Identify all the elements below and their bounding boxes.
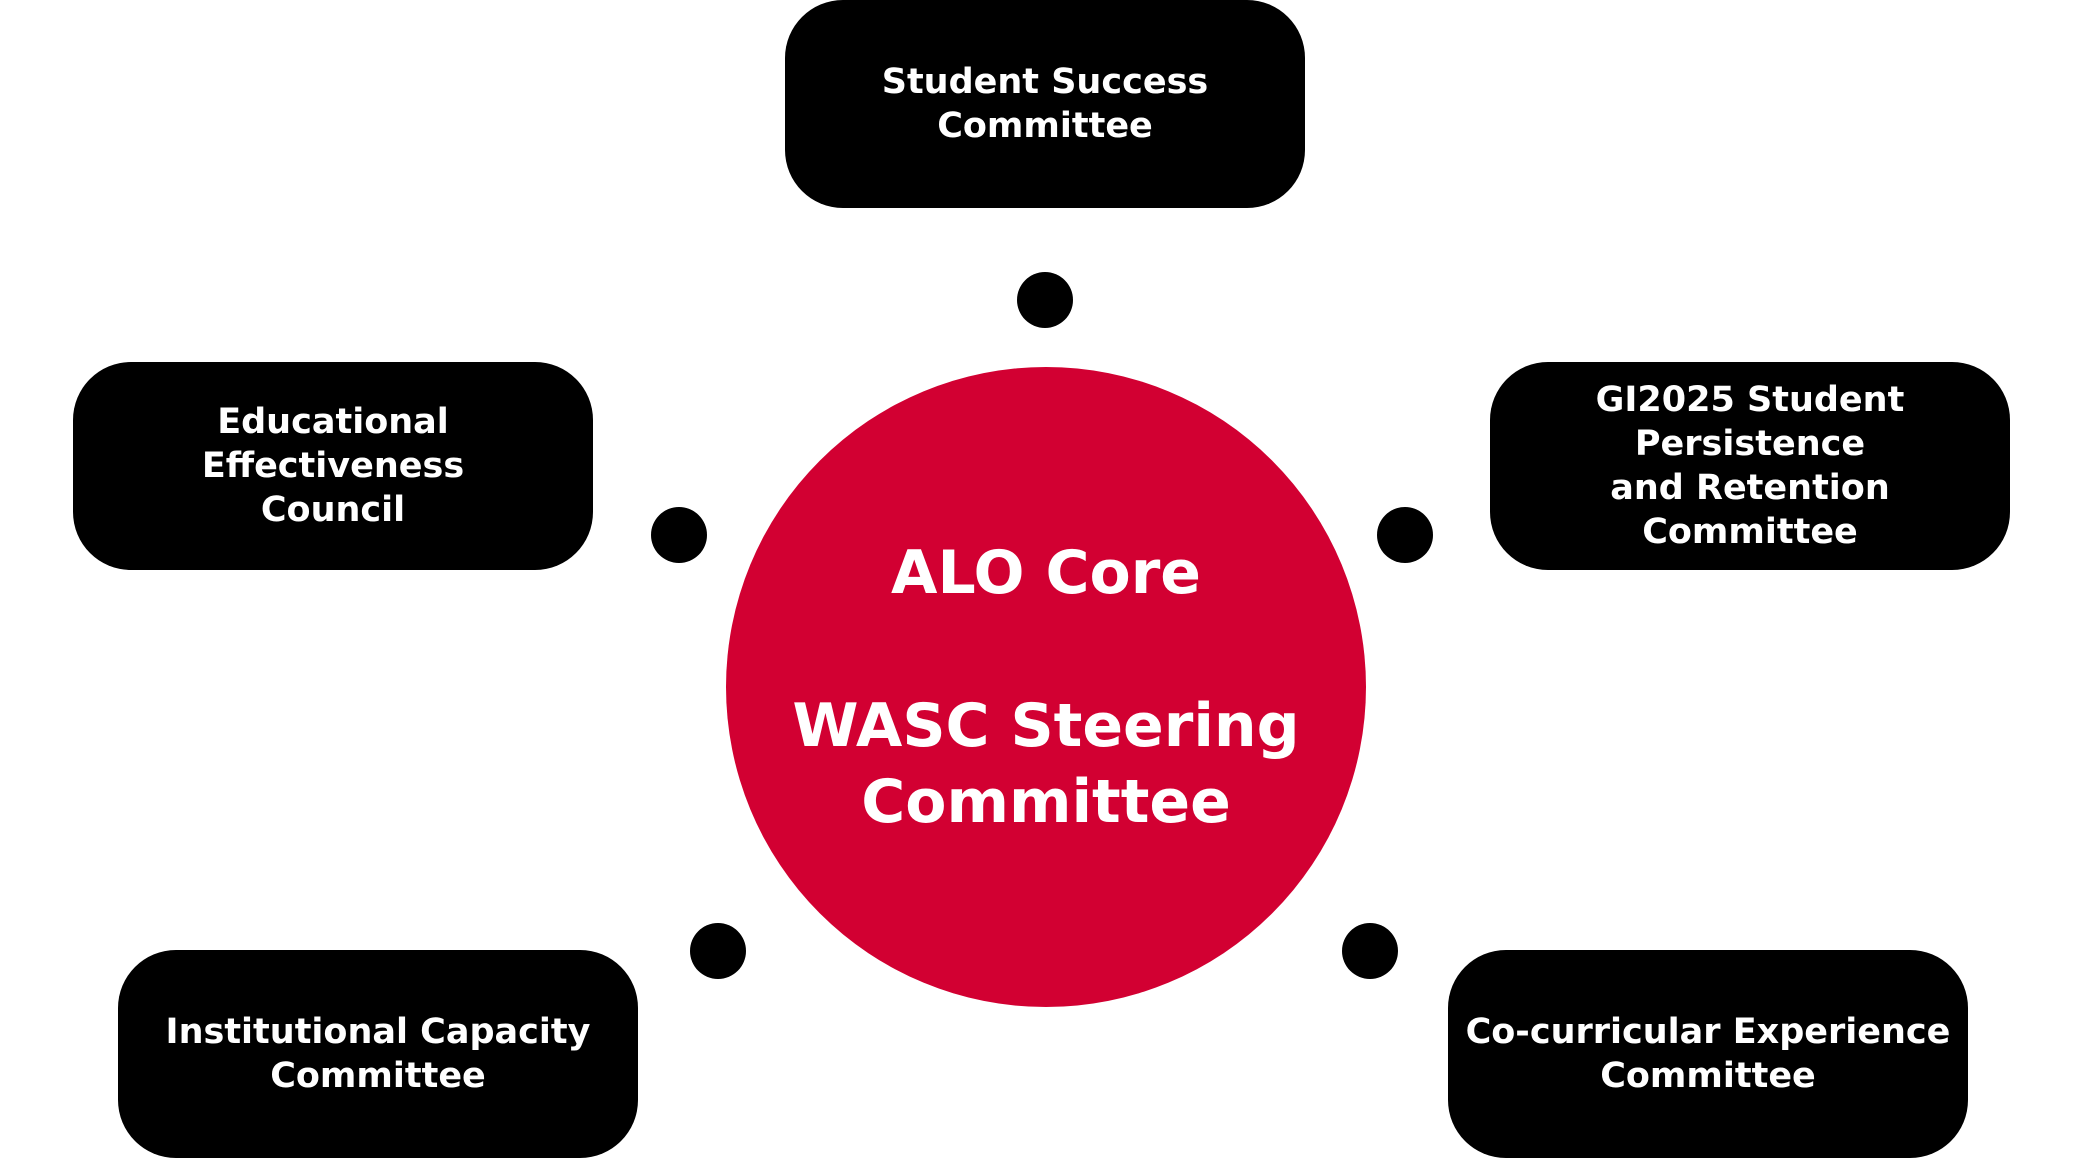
student-success-committee-box: Student Success Committee [785,0,1305,208]
connector-dot-bottom-right [1342,923,1398,979]
center-title-wasc-steering: WASC Steering Committee [792,691,1300,837]
connector-dot-right [1377,507,1433,563]
connector-dot-left [651,507,707,563]
connector-dot-top [1017,272,1073,328]
co-curricular-experience-committee-box: Co-curricular Experience Committee [1448,950,1968,1158]
center-title-alo-core: ALO Core [891,538,1201,608]
educational-effectiveness-council-label: Educational Effectiveness Council [201,402,465,530]
institutional-capacity-committee-box: Institutional Capacity Committee [118,950,638,1158]
educational-effectiveness-council-box: Educational Effectiveness Council [73,362,593,570]
gi2025-persistence-committee-box: GI2025 Student Persistence and Retention… [1490,362,2010,570]
center-circle [726,367,1366,1007]
co-curricular-experience-committee-label: Co-curricular Experience Committee [1465,1012,1951,1096]
institutional-capacity-committee-label: Institutional Capacity Committee [165,1012,591,1096]
student-success-committee-label: Student Success Committee [881,62,1209,146]
gi2025-persistence-committee-label: GI2025 Student Persistence and Retention… [1595,380,1905,552]
connector-dot-bottom-left [690,923,746,979]
